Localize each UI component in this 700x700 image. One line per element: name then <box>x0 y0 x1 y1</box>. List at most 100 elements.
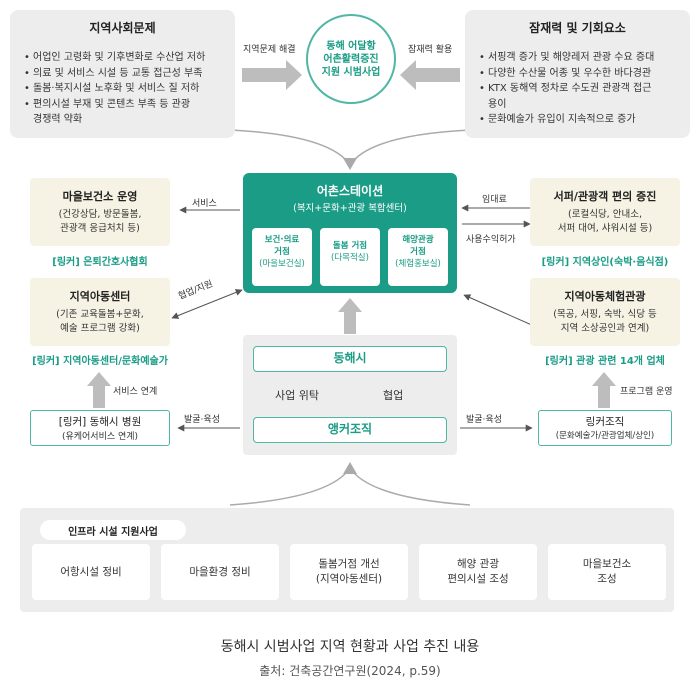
list-item: KTX 동해역 정차로 수도권 관광객 접근 용이 <box>479 81 654 112</box>
city-box: 동해시 <box>253 346 447 372</box>
list-item: 다양한 수산물 어종 및 우수한 바다경관 <box>479 66 685 82</box>
box-desc: (기존 교육돌봄+문화, <box>56 309 144 320</box>
governance-panel: 동해시 사업 위탁 협업 앵커조직 <box>243 335 457 455</box>
sub-line: (다목적실) <box>331 253 369 263</box>
label-service-link: 서비스 연계 <box>113 387 158 397</box>
sub-health-hub: 보건·의료 거점 (마을보건실) <box>252 228 312 286</box>
infra-line: 해양 관광 <box>457 558 499 570</box>
problem-list: 어업인 고령화 및 기후변화로 수산업 저하 의료 및 서비스 시설 등 교통 … <box>24 50 230 128</box>
list-item: 의료 및 서비스 시설 등 교통 접근성 부족 <box>24 66 230 82</box>
panel-title: 잠재력 및 기회요소 <box>529 21 626 35</box>
label-discover-left: 발굴·육성 <box>184 415 220 425</box>
infra-line: 마을환경 정비 <box>189 565 251 578</box>
station-subtitle: (복지+문화+관광 복합센터) <box>293 203 407 214</box>
box-line: (문화예술가/관광업체/상인) <box>555 431 655 441</box>
label-collaboration: 협업 <box>383 389 404 402</box>
sub-line: (마을보건실) <box>259 259 305 269</box>
box-title: 마을보건소 운영 <box>62 190 138 203</box>
sub-tourism-hub: 해양관광 거점 (체험홍보실) <box>388 228 448 286</box>
infra-title: 인프라 시설 지원사업 <box>68 527 158 538</box>
box-city-hospital: [링커] 동해시 병원 (유케어서비스 연계) <box>30 410 170 446</box>
figure-source: 출처: 건축공간연구원(2024, p.59) <box>259 664 441 678</box>
infra-title-pill: 인프라 시설 지원사업 <box>40 520 186 540</box>
box-desc: (건강상담, 방문돌봄, <box>58 209 142 220</box>
arrow-cooperation <box>171 289 243 319</box>
arrow-right-middle <box>463 294 535 327</box>
list-item: 돌봄·복지시설 노후화 및 서비스 질 저하 <box>24 81 230 97</box>
box-tourist-convenience: 서퍼/관광객 편의 증진 (로컬식당, 안내소, 서퍼 대여, 샤워시설 등) <box>530 178 680 246</box>
opportunity-list: 서핑객 증가 및 해양레저 관광 수요 증대 다양한 수산물 어종 및 우수한 … <box>479 50 685 128</box>
label-discover-right: 발굴·육성 <box>466 415 502 425</box>
linker-local-merchants: [링커] 지역상인(숙박·음식점) <box>541 257 669 268</box>
sub-line: 해양관광 <box>402 235 434 245</box>
city-label: 동해시 <box>333 351 367 365</box>
funnel-arrow-bottom <box>343 462 357 474</box>
sub-line: 거점 <box>410 247 426 257</box>
box-title: 지역아동센터 <box>69 290 131 303</box>
infra-item-village: 마을환경 정비 <box>161 544 279 600</box>
label-program: 프로그램 운영 <box>620 387 673 397</box>
box-title: 지역아동체험관광 <box>564 290 646 303</box>
label-lease: 임대료 <box>482 195 507 205</box>
linker-nurses: [링커] 은퇴간호사협회 <box>52 257 148 268</box>
fat-arrow-right-to-circle <box>400 60 460 90</box>
sub-line: 보건·의료 <box>264 235 300 245</box>
box-desc: 지역 소상공인과 연계) <box>560 323 650 334</box>
circle-line: 동해 어달항 <box>326 40 376 52</box>
infra-line: (지역아동센터) <box>315 573 383 585</box>
infra-line: 어항시설 정비 <box>60 565 122 578</box>
label-revenue: 사용수익허가 <box>466 235 516 245</box>
label-consignment: 사업 위탁 <box>275 389 319 402</box>
infra-item-tourism: 해양 관광 편의시설 조성 <box>419 544 537 600</box>
list-item: 서핑객 증가 및 해양레저 관광 수요 증대 <box>479 50 685 66</box>
anchor-org-box: 앵커조직 <box>253 417 447 443</box>
box-linker-org: 링커조직 (문화예술가/관광업체/상인) <box>538 410 672 446</box>
circle-line: 지원 시범사업 <box>321 66 381 78</box>
panel-local-problems: 지역사회문제 어업인 고령화 및 기후변화로 수산업 저하 의료 및 서비스 시… <box>10 10 235 138</box>
box-health-center: 마을보건소 운영 (건강상담, 방문돌봄, 관광객 응급처치 등) <box>30 178 170 246</box>
linker-children-center: [링커] 지역아동센터/문화예술가 <box>32 356 168 367</box>
sub-care-hub: 돌봄 거점 (다목적실) <box>320 228 380 286</box>
infra-line: 돌봄거점 개선 <box>318 558 380 570</box>
station-title: 어촌스테이션 <box>316 184 384 198</box>
funnel-arrow-top <box>343 158 357 170</box>
sub-line: (체험홍보실) <box>395 259 441 269</box>
list-item: 편의시설 부재 및 콘텐츠 부족 등 관광 경쟁력 약화 <box>24 97 194 128</box>
infra-line: 조성 <box>597 573 617 585</box>
box-line: [링커] 동해시 병원 <box>58 416 142 428</box>
circle-line: 어촌활력증진 <box>323 53 379 65</box>
box-desc: (로컬식당, 안내소, <box>568 209 642 220</box>
linker-tourism-firms: [링커] 관광 관련 14개 업체 <box>545 356 665 367</box>
fat-arrow-left-up <box>87 372 111 408</box>
box-title: 서퍼/관광객 편의 증진 <box>553 190 657 203</box>
infra-item-care: 돌봄거점 개선 (지역아동센터) <box>290 544 408 600</box>
box-line: (유케어서비스 연계) <box>61 432 139 442</box>
fat-arrow-left-to-circle <box>242 60 302 90</box>
box-children-center: 지역아동센터 (기존 교육돌봄+문화, 예술 프로그램 강화) <box>30 278 170 346</box>
fat-arrow-right-up <box>592 372 616 408</box>
fat-arrow-up-to-station <box>338 298 362 334</box>
infra-item-clinic: 마을보건소 조성 <box>548 544 666 600</box>
box-desc: 서퍼 대여, 샤워시설 등) <box>557 223 653 234</box>
infra-line: 편의시설 조성 <box>447 573 509 585</box>
list-item: 문화예술가 유입이 지속적으로 증가 <box>479 112 685 128</box>
box-desc: (목공, 서핑, 숙박, 식당 등 <box>553 309 657 320</box>
infra-panel: 인프라 시설 지원사업 어항시설 정비 마을환경 정비 돌봄거점 개선 (지역아… <box>20 508 674 612</box>
anchor-label: 앵커조직 <box>327 422 373 436</box>
panel-title: 지역사회문제 <box>89 21 156 35</box>
label-solve-problems: 지역문제 해결 <box>243 45 296 55</box>
box-children-tourism: 지역아동체험관광 (목공, 서핑, 숙박, 식당 등 지역 소상공인과 연계) <box>530 278 680 346</box>
box-desc: 관광객 응급처치 등) <box>60 223 140 234</box>
box-desc: 예술 프로그램 강화) <box>60 323 140 334</box>
box-line: 링커조직 <box>585 416 625 428</box>
infra-line: 마을보건소 <box>582 558 632 570</box>
infra-item-harbor: 어항시설 정비 <box>32 544 150 600</box>
panel-opportunities: 잠재력 및 기회요소 서핑객 증가 및 해양레저 관광 수요 증대 다양한 수산… <box>465 10 690 138</box>
figure-caption: 동해시 시범사업 지역 현황과 사업 추진 내용 <box>220 639 480 655</box>
label-use-potential: 잠재력 활용 <box>408 45 453 55</box>
list-item: 어업인 고령화 및 기후변화로 수산업 저하 <box>24 50 230 66</box>
pilot-project-circle: 동해 어달항 어촌활력증진 지원 시범사업 <box>306 14 396 104</box>
fishing-village-station: 어촌스테이션 (복지+문화+관광 복합센터) 보건·의료 거점 (마을보건실) … <box>243 173 457 293</box>
sub-line: 돌봄 거점 <box>332 241 368 251</box>
sub-line: 거점 <box>274 247 290 257</box>
